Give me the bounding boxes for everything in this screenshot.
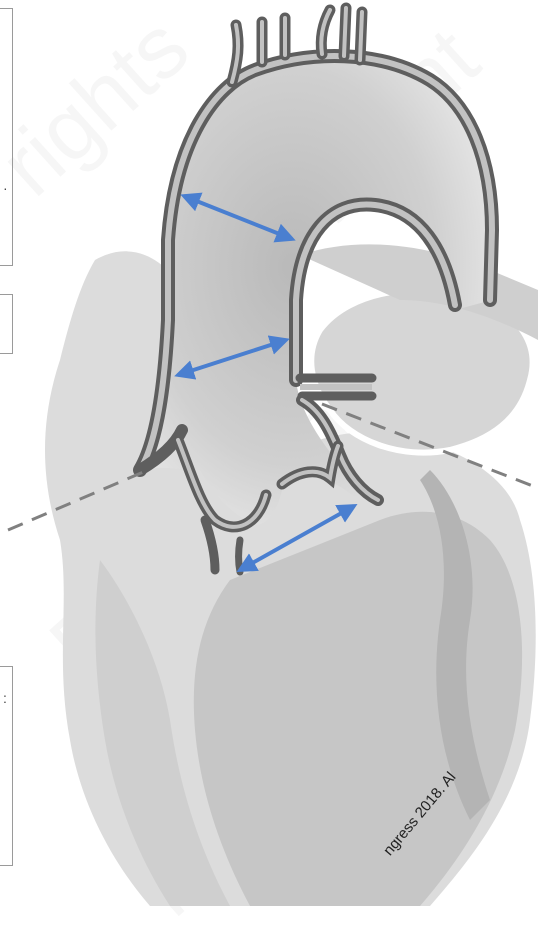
heart-illustration xyxy=(0,0,538,906)
aortic-root-diagram: rights Copyright ESC Congress reserved ·… xyxy=(0,0,538,906)
